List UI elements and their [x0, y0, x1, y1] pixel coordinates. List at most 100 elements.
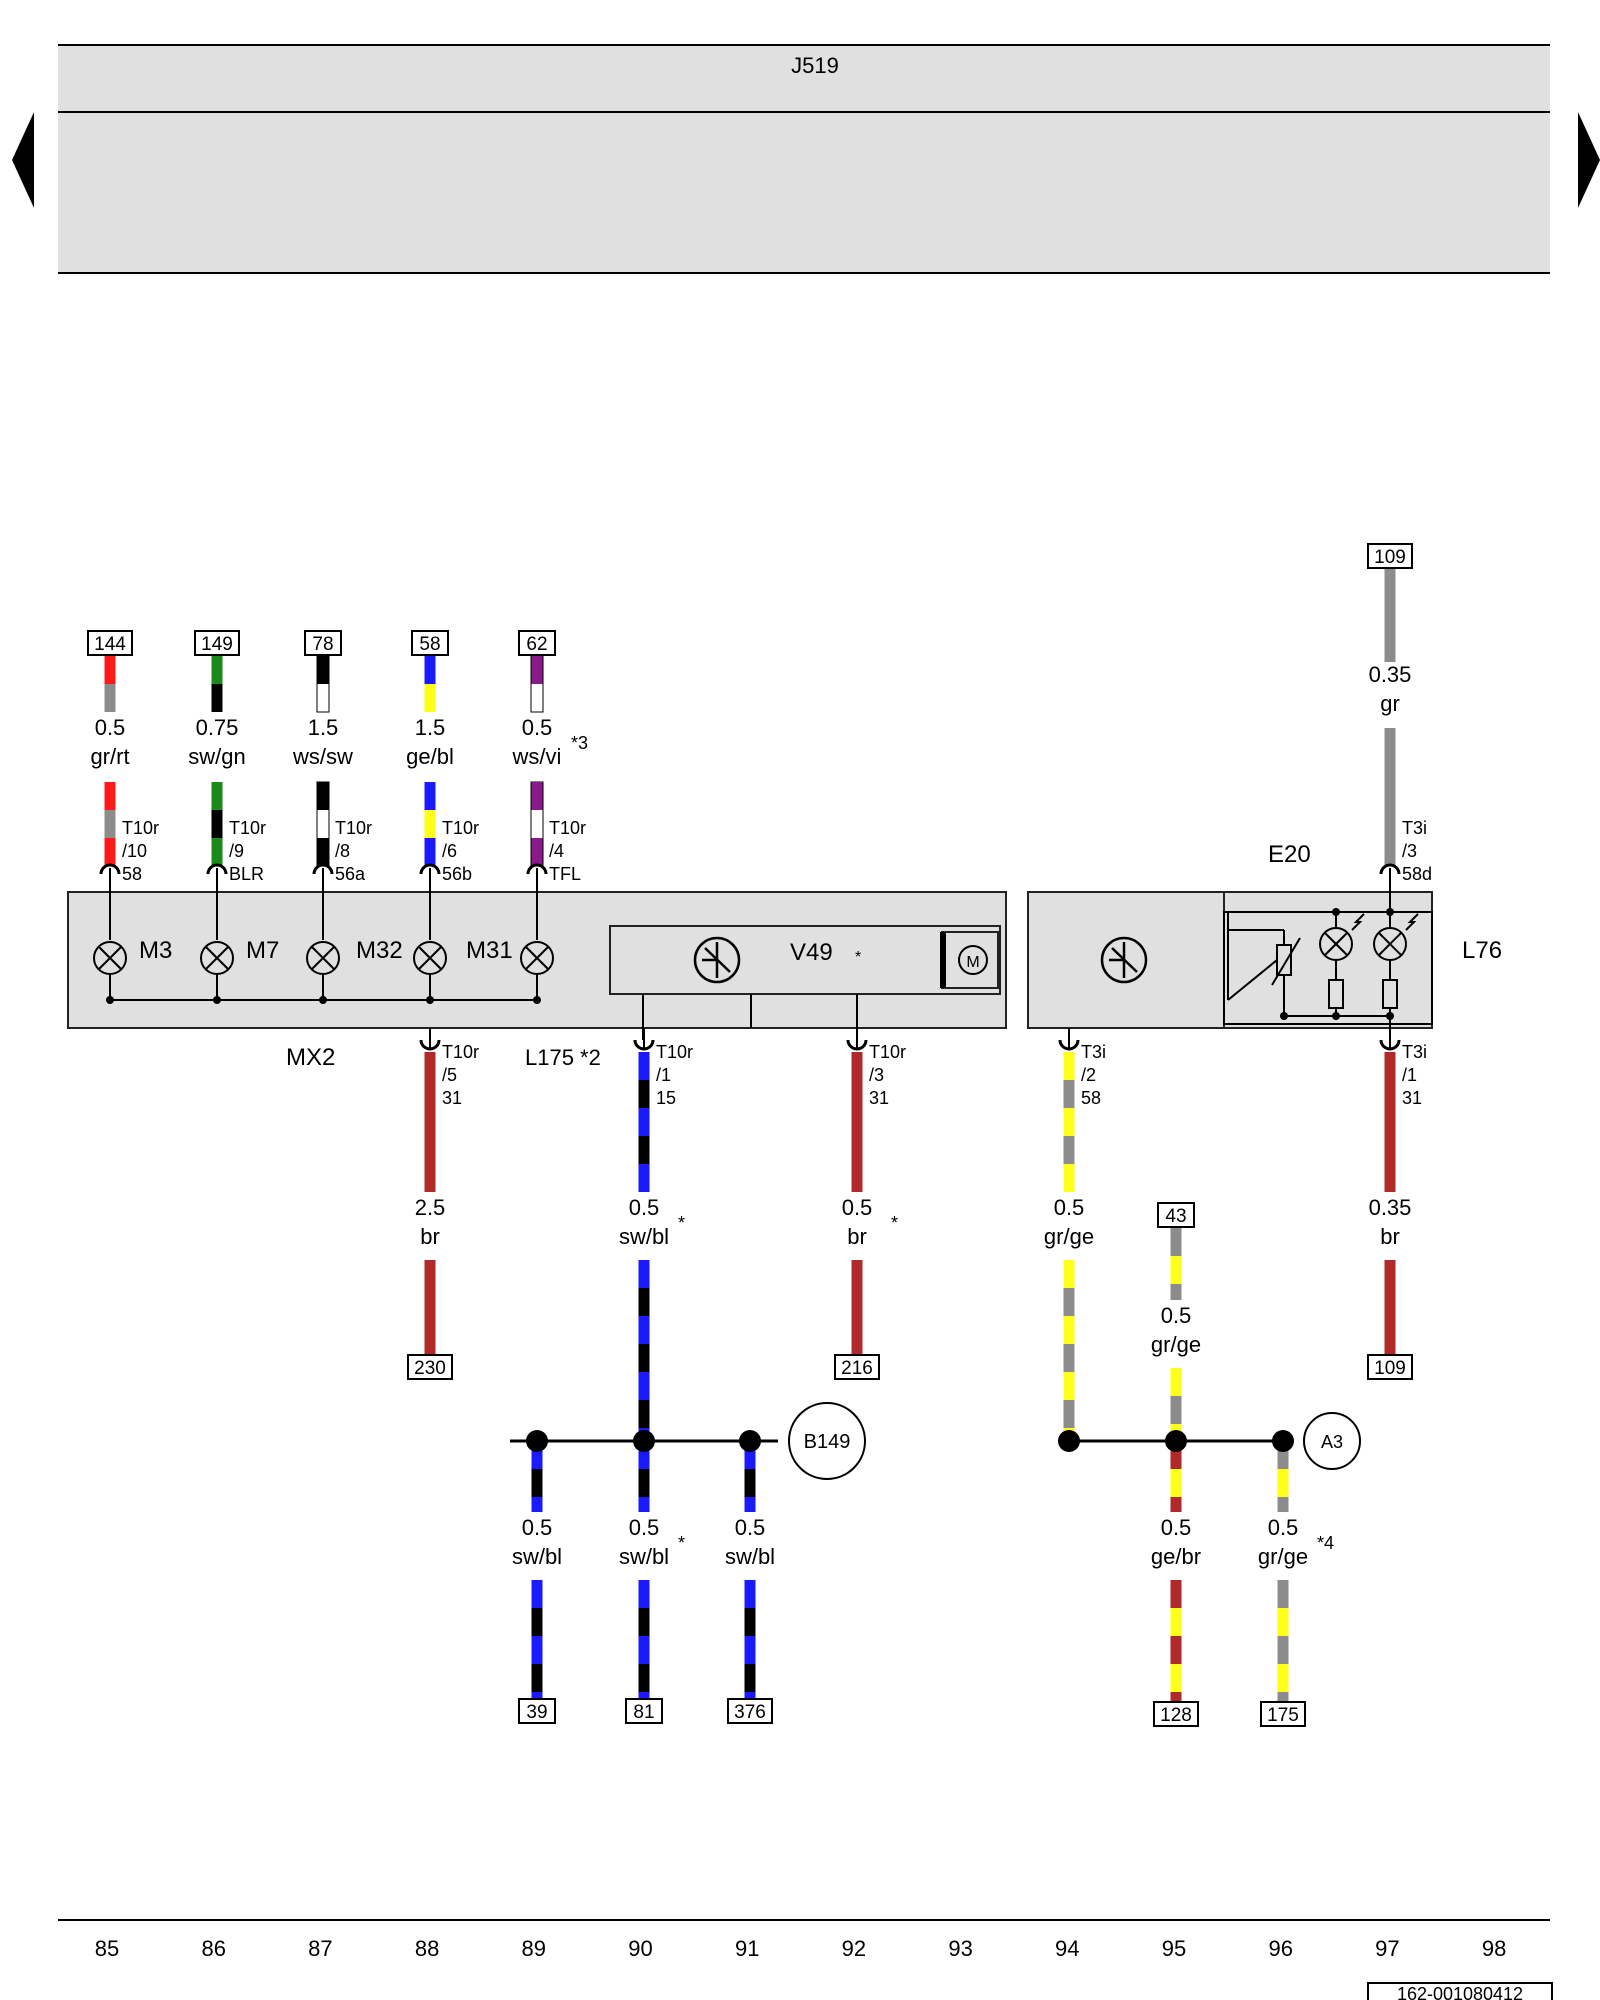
- ref-box-43[interactable]: 43: [1157, 1202, 1195, 1228]
- wire-ws-vi: [530, 655, 544, 713]
- m31-label: M31: [466, 937, 513, 964]
- svg-text:78: 78: [312, 634, 333, 655]
- connector-icon: [206, 863, 228, 875]
- svg-text:0.5: 0.5: [629, 1515, 660, 1540]
- svg-text:0.5: 0.5: [1161, 1515, 1192, 1540]
- ref-box-216[interactable]: 216: [834, 1354, 880, 1380]
- svg-text:109: 109: [1374, 1358, 1406, 1379]
- pin-label-p-t10r-4: T10r: [549, 818, 586, 838]
- ref-box-109[interactable]: 109: [1367, 543, 1413, 569]
- ref-box-109[interactable]: 109: [1367, 1354, 1413, 1380]
- svg-text:0.75: 0.75: [196, 715, 239, 740]
- wire-label-w-91-low: 0.5sw/bl: [725, 1515, 775, 1569]
- ref-box-175[interactable]: 175: [1260, 1701, 1306, 1727]
- motor-icon: [958, 945, 988, 975]
- svg-text:gr/ge: gr/ge: [1151, 1332, 1201, 1357]
- svg-text:ws/sw: ws/sw: [292, 744, 353, 769]
- wire-label-w-88-bot: 2.5br: [415, 1195, 446, 1249]
- ref-box-78[interactable]: 78: [304, 630, 342, 656]
- ref-box-376[interactable]: 376: [727, 1698, 773, 1724]
- svg-text:43: 43: [1165, 1206, 1186, 1227]
- column-number: 85: [95, 1936, 119, 1961]
- svg-text:ge/br: ge/br: [1151, 1544, 1201, 1569]
- pin-label-p-t10r-10: /10: [122, 841, 147, 861]
- pin-label-p-t3i-2: T3i: [1081, 1042, 1106, 1062]
- column-number: 90: [628, 1936, 652, 1961]
- junction-a3-label: A3: [1321, 1432, 1343, 1452]
- motor-label: M: [966, 954, 979, 971]
- ref-box-128[interactable]: 128: [1153, 1701, 1199, 1727]
- ref-box-144[interactable]: 144: [87, 630, 133, 656]
- svg-text:58: 58: [419, 634, 440, 655]
- pin-label-p-t10r-5: /5: [442, 1065, 457, 1085]
- junction-dot: [1058, 1430, 1080, 1452]
- pin-label-p-t10r-4: /4: [549, 841, 564, 861]
- svg-text:sw/bl: sw/bl: [619, 1544, 669, 1569]
- wire-ws-sw: [316, 781, 330, 867]
- svg-text:175: 175: [1267, 1705, 1299, 1726]
- svg-text:0.5: 0.5: [522, 1515, 553, 1540]
- pin-label-p-t10r-8: 56a: [335, 864, 366, 884]
- svg-text:sw/bl: sw/bl: [725, 1544, 775, 1569]
- l76-label: L76: [1462, 937, 1502, 964]
- ref-box-58[interactable]: 58: [411, 630, 449, 656]
- pin-label-p-t3i-2: 58: [1081, 1088, 1101, 1108]
- junction-dot: [633, 1430, 655, 1452]
- pin-label-p-t3i-3: T3i: [1402, 818, 1427, 838]
- connector-icon: [1058, 1039, 1080, 1051]
- e20-dimmer-icon: [1100, 936, 1148, 984]
- svg-text:gr: gr: [1380, 691, 1400, 716]
- pin-label-p-t10r-1: /1: [656, 1065, 671, 1085]
- ref-box-62[interactable]: 62: [518, 630, 556, 656]
- wire-label-w-95-mid: 0.5gr/ge: [1151, 1303, 1201, 1357]
- svg-text:br: br: [847, 1224, 867, 1249]
- wire-label-w-90-bot: 0.5sw/bl*: [619, 1195, 685, 1249]
- connector-icon: [526, 863, 548, 875]
- pin-label-p-t10r-6: 56b: [442, 864, 472, 884]
- junction-dot: [1272, 1430, 1294, 1452]
- pin-label-p-t10r-10: T10r: [122, 818, 159, 838]
- ref-box-149[interactable]: 149: [194, 630, 240, 656]
- pin-label-p-t10r-9: BLR: [229, 864, 264, 884]
- pin-label-p-t10r-6: T10r: [442, 818, 479, 838]
- pin-label-p-t10r-6: /6: [442, 841, 457, 861]
- wire-label-w-88-top: 0.5gr/rt: [90, 715, 129, 769]
- mx2-label: MX2: [286, 1044, 335, 1071]
- column-number: 88: [415, 1936, 439, 1961]
- svg-text:*: *: [678, 1533, 685, 1553]
- m32-label: M32: [356, 937, 403, 964]
- svg-text:*4: *4: [1317, 1533, 1334, 1553]
- svg-text:0.5: 0.5: [95, 715, 126, 740]
- connector-icon: [1379, 863, 1401, 875]
- column-number: 91: [735, 1936, 759, 1961]
- wire-label-w-90-low: 0.5 sw/bl *: [619, 1515, 685, 1569]
- prev-page-arrow-icon[interactable]: [12, 112, 34, 208]
- connector-icon: [419, 863, 441, 875]
- ref-box-39[interactable]: 39: [518, 1698, 556, 1724]
- svg-text:81: 81: [633, 1702, 654, 1723]
- wire-ws-sw: [316, 655, 330, 713]
- ref-box-81[interactable]: 81: [625, 1698, 663, 1724]
- doc-id: 162-001080412: [1397, 1984, 1523, 2000]
- v49-note: *: [855, 949, 861, 966]
- svg-text:1.5: 1.5: [308, 715, 339, 740]
- next-page-arrow-icon[interactable]: [1578, 112, 1600, 208]
- junction-b149: [788, 1402, 866, 1480]
- pin-label-p-t10r-5: 31: [442, 1088, 462, 1108]
- svg-text:2.5: 2.5: [415, 1195, 446, 1220]
- svg-text:144: 144: [94, 634, 126, 655]
- wire-label-w-87-top: 1.5 ws/sw: [292, 715, 353, 769]
- wire-label-w-92-bot: 0.5br*: [842, 1195, 898, 1249]
- pin-label-p-t3i-1: 31: [1402, 1088, 1422, 1108]
- connector-icon: [846, 1039, 868, 1051]
- svg-text:*: *: [891, 1213, 898, 1233]
- v49-housing: [609, 925, 1001, 995]
- svg-text:109: 109: [1374, 547, 1406, 568]
- ref-box-230[interactable]: 230: [407, 1354, 453, 1380]
- svg-text:0.5: 0.5: [1054, 1195, 1085, 1220]
- column-number: 86: [201, 1936, 225, 1961]
- wire-label-w-95-low: 0.5 ge/br: [1151, 1515, 1201, 1569]
- svg-text:230: 230: [414, 1358, 446, 1379]
